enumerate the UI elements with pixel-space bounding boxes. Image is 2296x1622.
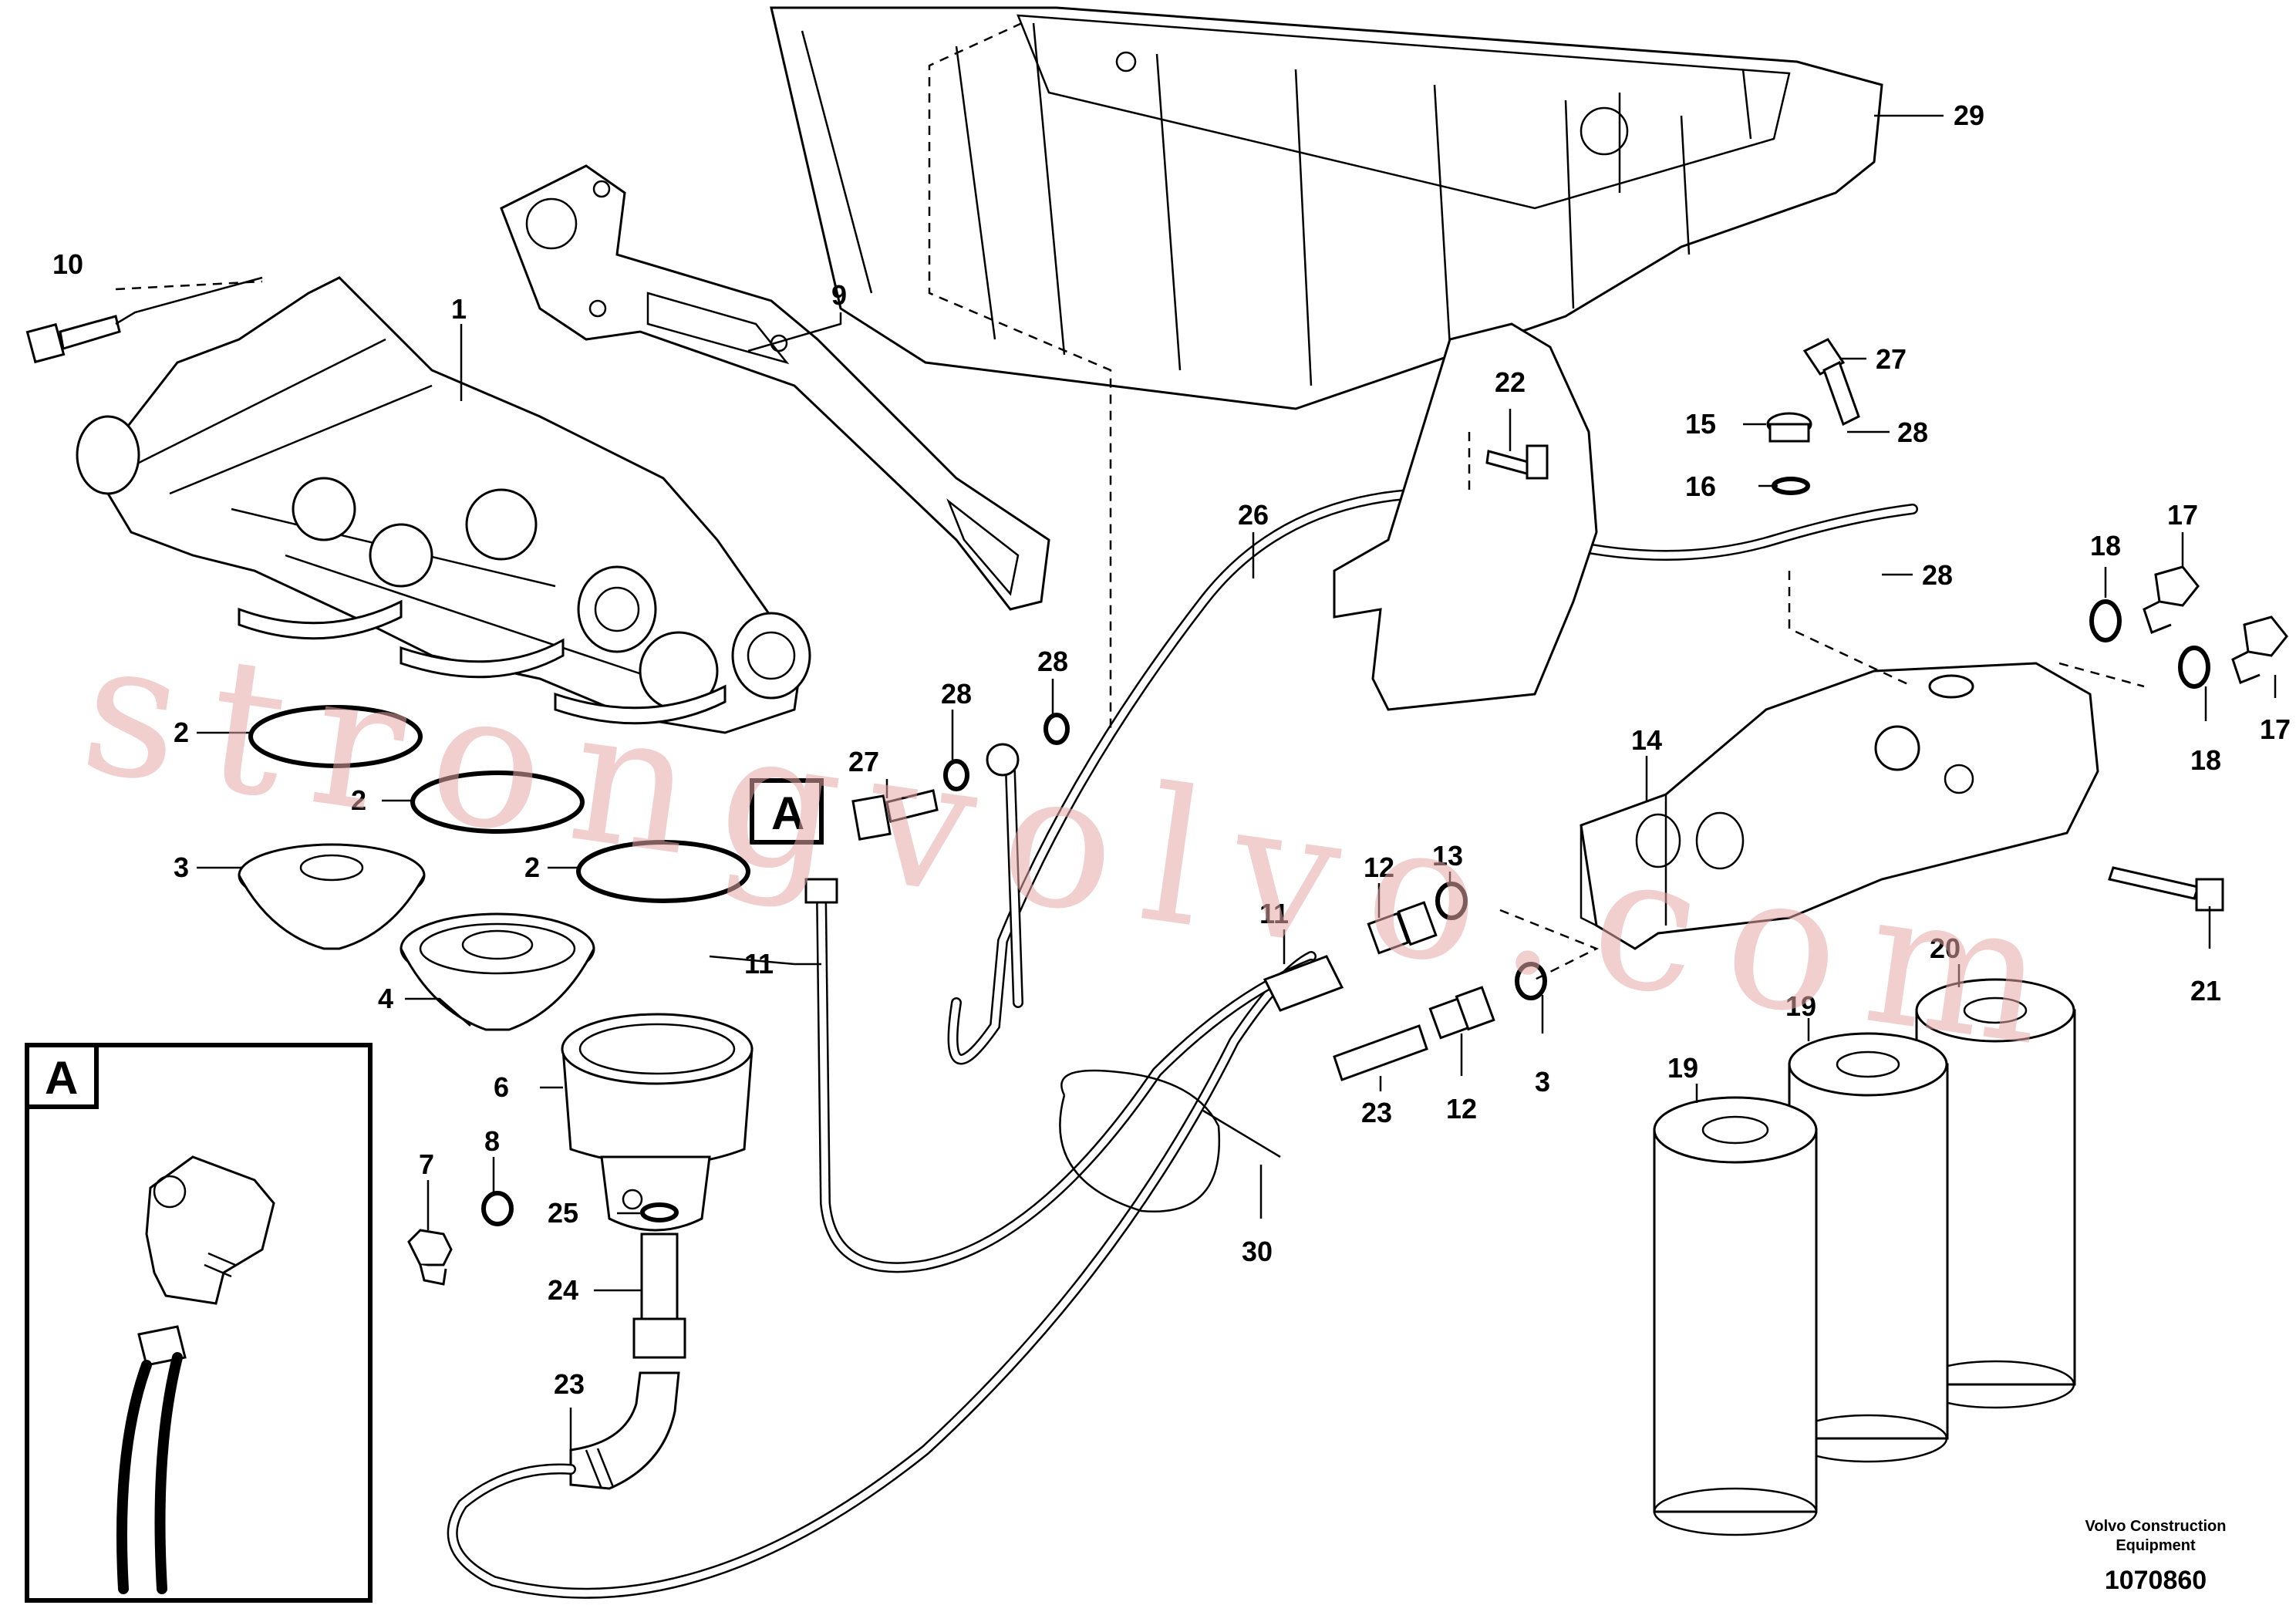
washer-18-lower (2178, 646, 2210, 689)
filter-cover-4 (400, 912, 595, 1031)
brand-line-2: Equipment (2116, 1537, 2196, 1554)
callout-24: 24 (548, 1274, 578, 1306)
bolt-10 (25, 315, 121, 364)
callout-2-c: 2 (524, 851, 540, 883)
hose-end-23-right (1333, 1024, 1428, 1081)
callout-2-b: 2 (351, 784, 366, 816)
leader-lines (115, 114, 2277, 1450)
callout-3-left: 3 (174, 851, 189, 883)
callout-21: 21 (2190, 975, 2221, 1007)
bolt-27-right (1802, 338, 1860, 427)
callout-23-right: 23 (1361, 1097, 1392, 1128)
callout-29: 29 (1954, 99, 1984, 131)
callout-8: 8 (484, 1125, 500, 1157)
filter-cover-3 (238, 843, 426, 950)
o-rings (248, 705, 750, 903)
callout-28-upper: 28 (1897, 416, 1928, 448)
callout-25: 25 (548, 1197, 578, 1229)
callout-10: 10 (52, 248, 83, 280)
callout-19-a: 19 (1667, 1052, 1698, 1084)
callout-30: 30 (1242, 1236, 1273, 1267)
callout-3-right: 3 (1535, 1066, 1550, 1098)
washer-8 (481, 1191, 514, 1226)
filter-bowl (561, 1013, 754, 1232)
hose-11-lower (447, 951, 1317, 1599)
part-callouts: 10 1 9 29 27 22 15 28 16 26 28 17 18 17 … (52, 99, 2291, 1451)
bolt-27-left (851, 789, 939, 841)
plug-17-upper (2143, 565, 2200, 634)
detail-marker: A (750, 778, 824, 845)
callout-6: 6 (494, 1071, 509, 1103)
bolt-21 (2108, 866, 2224, 912)
footer: Volvo Construction Equipment 1070860 (2085, 1518, 2227, 1595)
cable-tie-30 (1059, 1069, 1281, 1213)
callout-4: 4 (378, 983, 393, 1014)
oil-pan (770, 6, 1883, 410)
callout-17-upper: 17 (2167, 499, 2198, 531)
hose-fitting-23 (569, 1371, 680, 1490)
callout-28-c: 28 (941, 678, 972, 710)
o-ring-25 (640, 1202, 679, 1222)
adapter-pipe-24 (632, 1233, 686, 1359)
hose-11-upper (804, 878, 1317, 1273)
drawing-number: 1070860 (2105, 1566, 2207, 1595)
callout-16: 16 (1685, 470, 1716, 502)
plug-15 (1766, 412, 1812, 443)
callout-11-mid: 11 (744, 948, 774, 980)
adapter-12-lower (1428, 986, 1495, 1040)
bolt-22 (1485, 444, 1549, 480)
callout-11-right: 11 (1259, 898, 1289, 929)
callout-1: 1 (451, 293, 467, 325)
plug-7 (407, 1229, 453, 1286)
callout-13: 13 (1432, 840, 1463, 872)
hose-end-11-right (1263, 955, 1344, 1012)
callout-18-lower: 18 (2190, 744, 2221, 776)
callout-22: 22 (1495, 366, 1526, 398)
dashed-assembly-lines (115, 22, 2145, 981)
callout-17-lower: 17 (2260, 713, 2291, 745)
washer-18-upper (2089, 599, 2122, 642)
pipe-26 (947, 487, 1918, 1065)
callout-28-mid: 28 (1922, 559, 1953, 591)
detail-fitting-5 (145, 1155, 275, 1305)
callout-15: 15 (1685, 408, 1716, 440)
callout-14: 14 (1631, 724, 1662, 756)
filter-head (1580, 662, 2099, 950)
seal-16 (1772, 477, 1810, 495)
adapter-12-upper (1367, 901, 1438, 955)
callout-12-lower: 12 (1446, 1093, 1477, 1125)
callout-2-a: 2 (174, 717, 189, 748)
washer-13 (1435, 882, 1468, 920)
callout-27-upper: 27 (1876, 343, 1907, 375)
callout-9: 9 (831, 279, 847, 311)
detail-view-box: A (25, 1043, 373, 1603)
callout-19-b: 19 (1785, 990, 1816, 1022)
oil-cooler-housing (76, 276, 811, 734)
plug-17-lower (2231, 615, 2288, 684)
callout-27-left: 27 (848, 746, 879, 777)
detail-hose-11 (116, 1325, 187, 1594)
washer-3-right (1515, 962, 1547, 1000)
watermark: strongvolvo.com (71, 598, 2089, 1091)
callout-7: 7 (419, 1148, 434, 1180)
washer-28-upper (1043, 713, 1070, 745)
gasket (500, 164, 1050, 611)
callout-23-left: 23 (554, 1368, 585, 1400)
callout-28-d: 28 (1037, 646, 1068, 677)
callout-20: 20 (1930, 932, 1961, 964)
mounting-bracket (1333, 322, 1598, 711)
callout-18-upper: 18 (2090, 530, 2121, 561)
callout-26: 26 (1238, 499, 1269, 531)
brand-line-1: Volvo Construction (2085, 1518, 2227, 1535)
oil-filter-19a (1653, 1096, 1818, 1536)
callout-12-upper: 12 (1364, 851, 1394, 883)
detail-marker-label: A (771, 787, 804, 839)
washer-28-left (943, 759, 969, 791)
detail-box-label: A (45, 1052, 78, 1104)
